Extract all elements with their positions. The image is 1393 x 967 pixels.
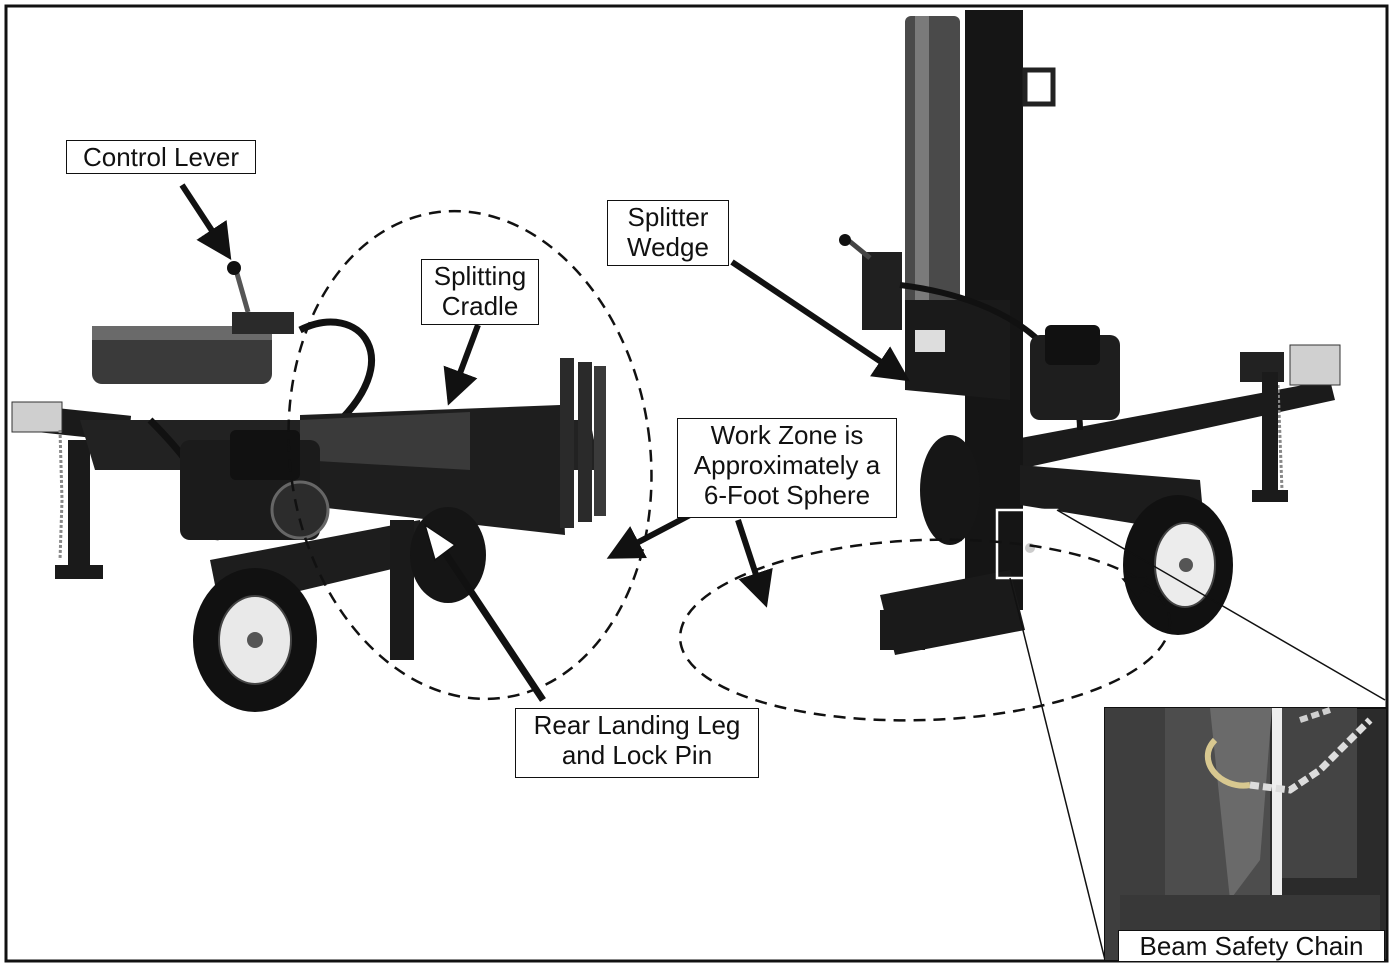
work-zone-arrow-right (735, 519, 773, 608)
work-zone-left-outline (287, 209, 653, 701)
zoom-line-bottom (1009, 577, 1106, 961)
beam-safety-chain-inset (1104, 707, 1388, 961)
label-beam-safety-chain: Beam Safety Chain (1118, 930, 1385, 962)
work-zone-right-outline (678, 538, 1172, 722)
label-splitter-wedge: Splitter Wedge (607, 200, 729, 266)
zoom-line-top (1056, 509, 1386, 701)
rear-landing-leg-arrow-head (423, 523, 457, 562)
label-splitting-cradle: Splitting Cradle (421, 259, 539, 325)
label-work-zone: Work Zone is Approximately a 6-Foot Sphe… (677, 418, 897, 518)
control-lever-arrow (179, 183, 232, 261)
label-rear-landing-leg: Rear Landing Leg and Lock Pin (515, 708, 759, 778)
figure-border (4, 4, 1389, 963)
horizontal-log-splitter (11, 261, 606, 712)
splitter-wedge-arrow (730, 259, 910, 382)
rear-landing-leg-arrow-shaft (437, 543, 546, 702)
splitting-cradle-arrow (443, 323, 481, 406)
label-control-lever: Control Lever (66, 140, 256, 174)
work-zone-arrow-wheel (1121, 576, 1161, 599)
vertical-log-splitter (839, 10, 1341, 655)
work-zone-arrow-left (606, 512, 692, 559)
